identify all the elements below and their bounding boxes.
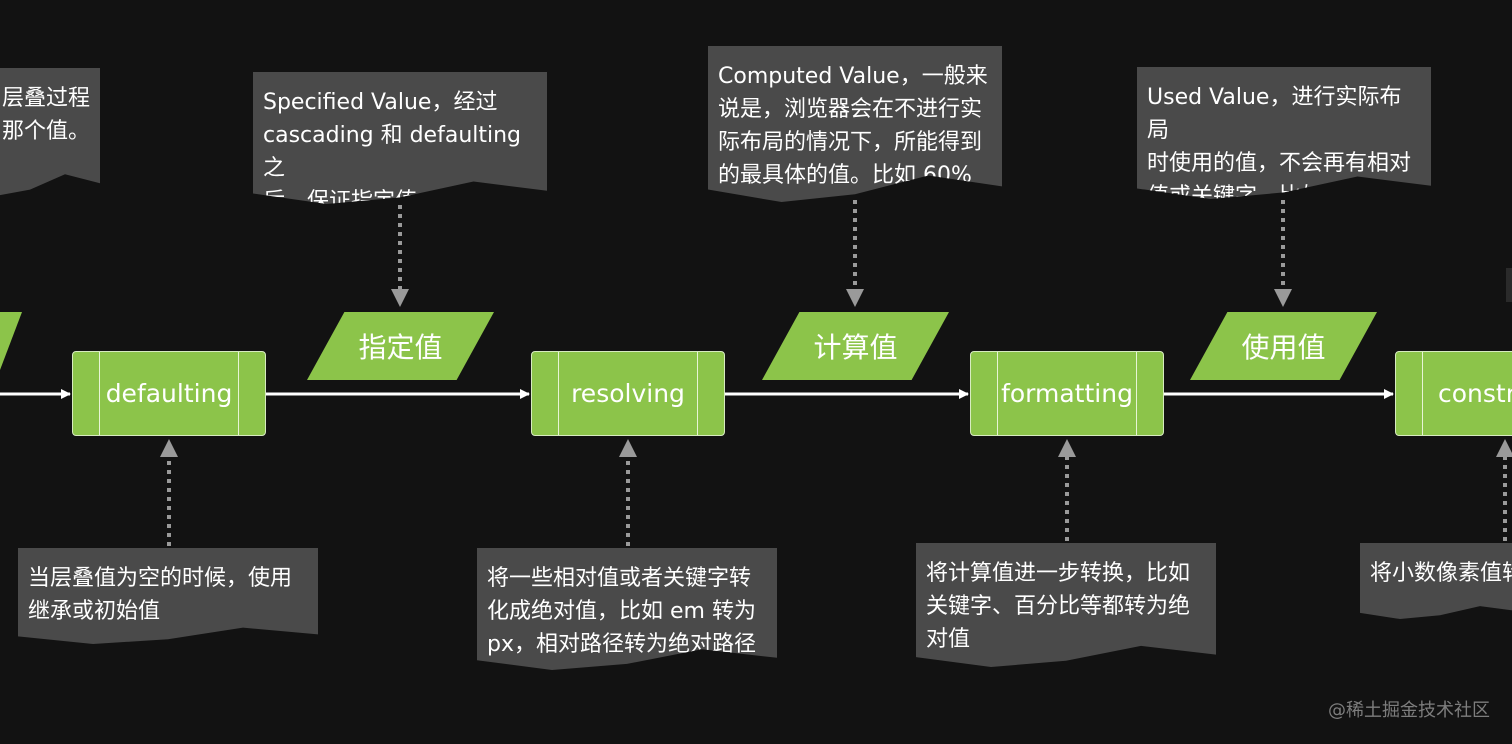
top-note-computed: Computed Value，一般来 说是，浏览器会在不进行实 际布局的情况下，…	[708, 46, 1002, 202]
watermark: @稀土掘金技术社区	[1328, 700, 1490, 721]
partial-edge-marker	[1506, 268, 1512, 302]
bottom-note-formatting: 将计算值进一步转换，比如 关键字、百分比等都转为绝 对值	[916, 543, 1216, 667]
process-constrain: constr	[1395, 351, 1512, 436]
bottom-note-resolving: 将一些相对值或者关键字转 化成绝对值，比如 em 转为 px，相对路径转为绝对路…	[477, 548, 777, 670]
value-node-specified: 指定值	[307, 312, 494, 380]
bottom-note-constrain: 将小数像素值转	[1360, 543, 1512, 619]
bottom-note-defaulting: 当层叠值为空的时候，使用 继承或初始值	[18, 548, 318, 644]
process-formatting: formatting	[970, 351, 1164, 436]
process-defaulting: defaulting	[72, 351, 266, 436]
top-note-specified: Specified Value，经过 cascading 和 defaultin…	[253, 72, 547, 204]
process-resolving: resolving	[531, 351, 725, 436]
top-note-used: Used Value，进行实际布局 时使用的值，不会再有相对 值或关键字。比如 …	[1137, 67, 1431, 199]
value-node-computed: 计算值	[762, 312, 949, 380]
partial-value-node	[0, 312, 22, 370]
top-note-cascaded: 层叠过程 那个值。	[0, 68, 100, 196]
